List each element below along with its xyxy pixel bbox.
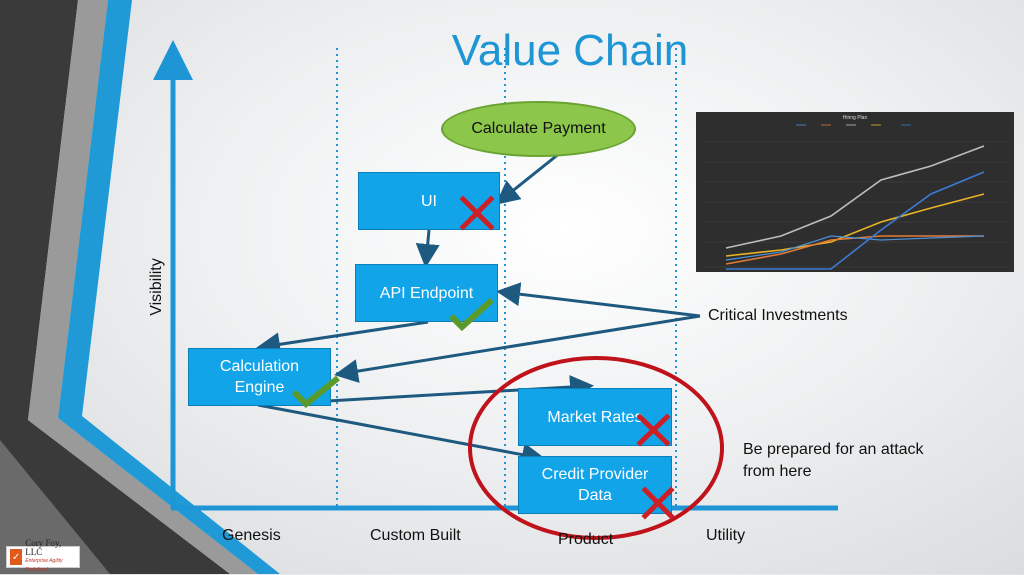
series-line <box>725 235 985 261</box>
calc-engine-line1: Calculation <box>219 358 300 375</box>
attack-warning-line2: from here <box>743 463 812 480</box>
component-market-rates-label: Market Rates <box>547 408 643 426</box>
attack-warning-line1: Be prepared for an attack <box>743 441 924 458</box>
logo-mark-icon: ✓ <box>10 549 23 565</box>
logo-name: Cory Foy, LLC <box>25 538 62 557</box>
stage-label-genesis: Genesis <box>222 527 281 544</box>
component-ui: UI <box>358 172 500 230</box>
component-ui-label: UI <box>421 192 437 210</box>
slide-title: Value Chain <box>451 26 689 75</box>
credit-provider-line1: Credit Provider <box>541 466 649 483</box>
y-axis-label: Visibility <box>148 258 165 316</box>
stage-label-product: Product <box>558 531 614 548</box>
hiring-plan-chart-thumbnail: Hiring Plan <box>696 112 1014 272</box>
series-line <box>725 145 985 249</box>
logo-tagline: Enterprise Agility Redefined <box>25 558 63 573</box>
component-market-rates: Market Rates <box>518 388 672 446</box>
critical-investments-label: Critical Investments <box>708 307 848 324</box>
hiring-plan-chart-lines <box>704 124 1008 270</box>
user-need-calculate-payment: Calculate Payment <box>441 101 636 157</box>
component-api-endpoint: API Endpoint <box>355 264 498 322</box>
component-calculation-engine: Calculation Engine <box>188 348 331 406</box>
calc-engine-line2: Engine <box>234 379 285 396</box>
series-line <box>725 193 985 257</box>
series-line <box>726 171 985 270</box>
stage-label-custom-built: Custom Built <box>370 527 461 544</box>
component-credit-provider-data: Credit Provider Data <box>518 456 672 514</box>
component-api-endpoint-label: API Endpoint <box>379 284 474 302</box>
credit-provider-line2: Data <box>578 487 612 504</box>
stage-label-utility: Utility <box>706 527 746 544</box>
hiring-plan-chart-title: Hiring Plan <box>842 115 868 121</box>
company-logo: ✓ Cory Foy, LLC Enterprise Agility Redef… <box>6 539 80 573</box>
